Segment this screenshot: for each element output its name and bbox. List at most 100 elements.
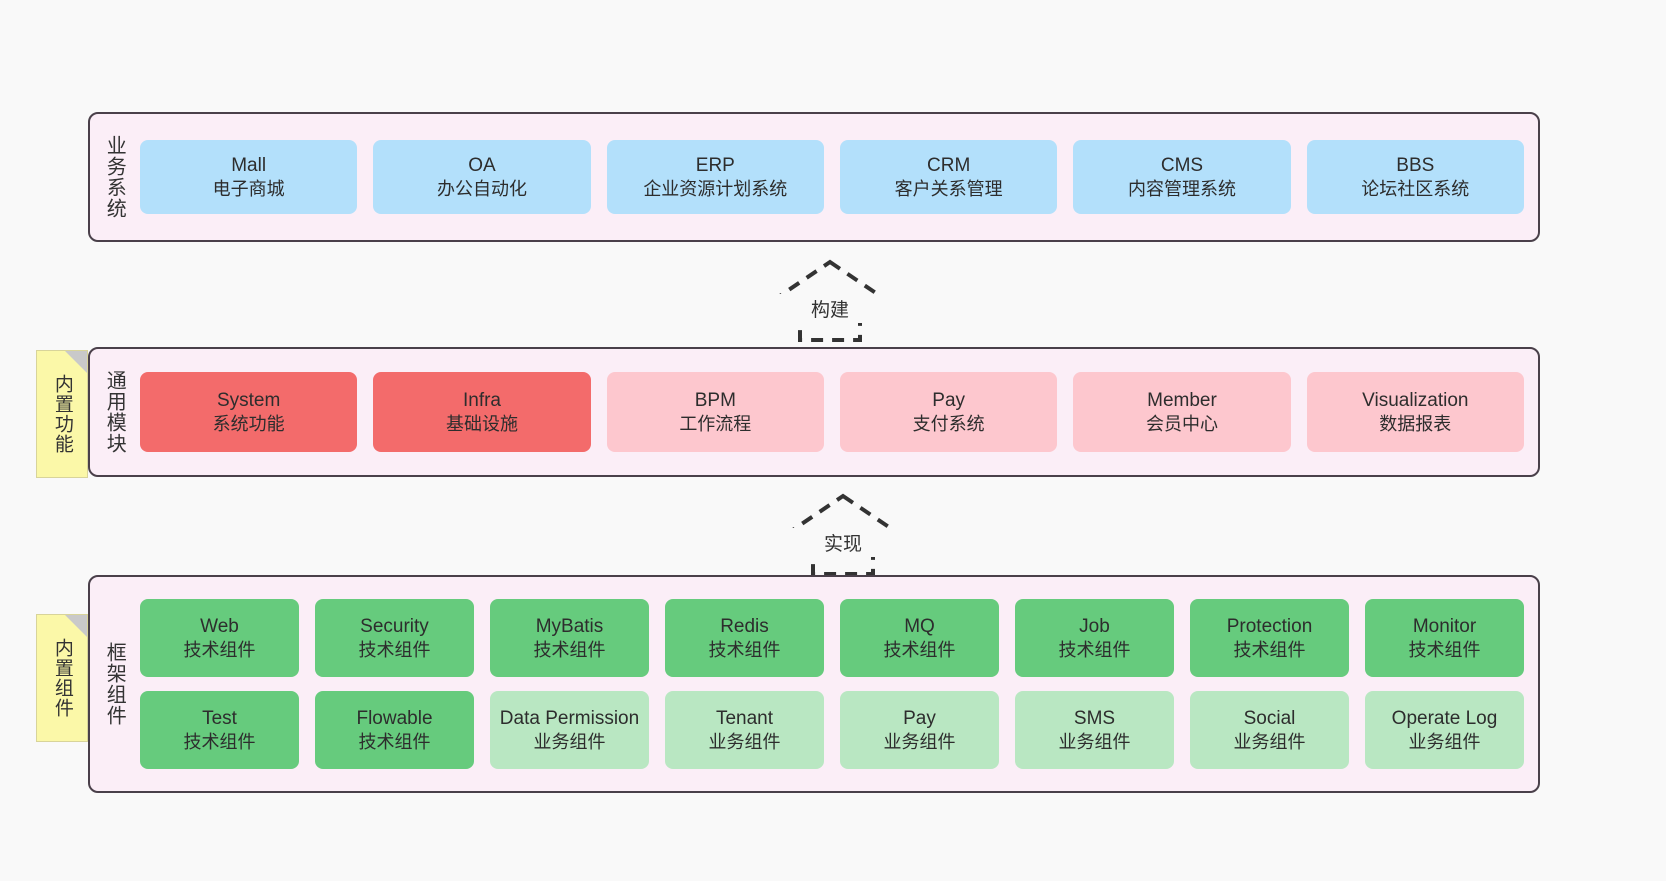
card-subtitle: 业务组件 [1233, 731, 1306, 752]
build-arrow: 构建 [757, 258, 903, 342]
sticky-note-builtin-function: 内置功能 [36, 350, 88, 478]
sticky-note-label: 内置组件 [51, 638, 73, 718]
card-subtitle: 技术组件 [533, 639, 606, 660]
card-title: Monitor [1412, 615, 1477, 637]
card-title: System [216, 389, 281, 411]
card-subtitle: 技术组件 [883, 639, 956, 660]
card-title: Social [1243, 707, 1296, 729]
card-subtitle: 技术组件 [708, 639, 781, 660]
sticky-fold-icon [65, 615, 87, 637]
card-subtitle: 办公自动化 [436, 178, 527, 199]
framework-layer-label: 框架组件 [103, 642, 126, 726]
card-title: Mall [231, 154, 267, 176]
card-subtitle: 技术组件 [1058, 639, 1131, 660]
card-subtitle: 基础设施 [445, 413, 518, 434]
sticky-fold-icon [65, 351, 87, 373]
card-subtitle: 技术组件 [1408, 639, 1481, 660]
card-subtitle: 客户关系管理 [894, 178, 1003, 199]
card-title: Job [1079, 615, 1110, 637]
card-subtitle: 技术组件 [183, 639, 256, 660]
card-title: Operate Log [1391, 707, 1498, 729]
card-title: Pay [932, 389, 966, 411]
card-subtitle: 业务组件 [1408, 731, 1481, 752]
card-title: Security [360, 615, 429, 637]
sticky-note-builtin-component: 内置组件 [36, 614, 88, 742]
card-subtitle: 数据报表 [1379, 413, 1452, 434]
card-title: Web [200, 615, 239, 637]
card-title: ERP [695, 154, 735, 176]
card-subtitle: 业务组件 [883, 731, 956, 752]
card-title: Redis [720, 615, 769, 637]
card-subtitle: 业务组件 [1058, 731, 1131, 752]
card-title: Test [202, 707, 237, 729]
card-title: OA [468, 154, 496, 176]
card-title: MQ [904, 615, 935, 637]
card-title: Flowable [356, 707, 433, 729]
card-subtitle: 技术组件 [358, 639, 431, 660]
card-title: Protection [1226, 615, 1313, 637]
card-title: CRM [927, 154, 971, 176]
card-subtitle: 工作流程 [679, 413, 752, 434]
card-subtitle: 技术组件 [358, 731, 431, 752]
card-subtitle: 系统功能 [212, 413, 285, 434]
implement-arrow-label: 实现 [770, 528, 916, 557]
card-title: MyBatis [535, 615, 604, 637]
card-subtitle: 会员中心 [1145, 413, 1218, 434]
card-title: BBS [1396, 154, 1435, 176]
card-subtitle: 技术组件 [183, 731, 256, 752]
card-title: BPM [694, 389, 736, 411]
card-subtitle: 电子商城 [212, 178, 285, 199]
card-title: Pay [903, 707, 936, 729]
card-subtitle: 支付系统 [912, 413, 985, 434]
card-title: Data Permission [499, 707, 640, 729]
card-subtitle: 业务组件 [533, 731, 606, 752]
card-title: Tenant [715, 707, 774, 729]
business-layer-label: 业务系统 [103, 135, 126, 219]
card-subtitle: 企业资源计划系统 [643, 178, 788, 199]
card-subtitle: 内容管理系统 [1127, 178, 1236, 199]
card-title: Infra [462, 389, 501, 411]
sticky-note-label: 内置功能 [51, 374, 73, 454]
build-arrow-label: 构建 [757, 294, 903, 323]
implement-arrow: 实现 [770, 492, 916, 576]
card-title: SMS [1073, 707, 1116, 729]
card-title: Member [1147, 389, 1217, 411]
card-subtitle: 论坛社区系统 [1361, 178, 1470, 199]
card-title: CMS [1160, 154, 1204, 176]
